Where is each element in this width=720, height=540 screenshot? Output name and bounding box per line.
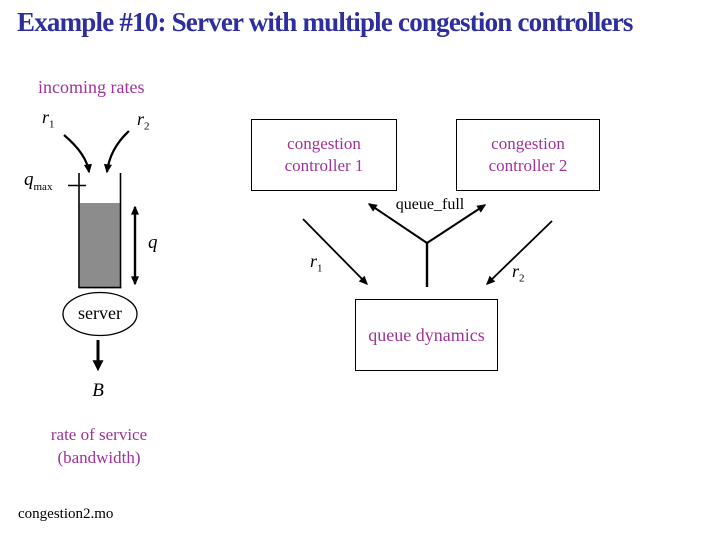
incoming-rates-label: incoming rates [38, 77, 145, 97]
rate-of-service-caption: rate of service (bandwidth) [29, 423, 169, 469]
server-label: server [78, 303, 122, 323]
r2-rate-var: r [512, 261, 520, 281]
queue-dynamics-label: queue dynamics [368, 325, 485, 345]
r1-flow-arrow [302, 218, 368, 285]
qmax-sub: max [33, 180, 53, 193]
rate-of-service-line1: rate of service [50, 425, 148, 444]
r2-inflow-arrow [103, 130, 130, 174]
r2-sub: 2 [144, 120, 150, 133]
r1-inflow-label: r1 [42, 107, 55, 131]
r2-rate-sub: 2 [519, 272, 525, 285]
controller1-line1: congestion [287, 134, 361, 153]
page-title: Example #10: Server with multiple conges… [17, 7, 633, 37]
server-ellipse [62, 291, 138, 337]
queue-dynamics-box: queue dynamics [355, 299, 498, 371]
qmax-label: qmax [24, 169, 52, 193]
r2-flow-arrow [486, 220, 553, 285]
r1-inflow-arrow [63, 134, 92, 174]
r2-inflow-label: r2 [137, 109, 150, 133]
r1-rate-sub: 1 [317, 262, 323, 275]
bandwidth-var-label: B [92, 380, 104, 401]
queue-full-signal-label: queue_full [395, 196, 465, 213]
r1-var: r [42, 107, 50, 127]
queue-length-label: q [148, 232, 158, 253]
queue-fill [79, 203, 120, 287]
footer-filename: congestion2.mo [18, 506, 114, 522]
controller2-line2: controller 2 [488, 156, 568, 175]
controller2-line1: congestion [491, 134, 565, 153]
controller1-box: congestion controller 1 [251, 119, 397, 191]
r2-rate-label: r2 [512, 261, 525, 285]
r2-var: r [137, 109, 145, 129]
queue-full-arrow-to-controller1 [367, 203, 428, 244]
queue-full-arrow-to-controller2 [426, 204, 487, 244]
controller1-line2: controller 1 [284, 156, 364, 175]
r1-rate-label: r1 [310, 251, 323, 275]
r1-sub: 1 [49, 118, 55, 131]
r1-rate-var: r [310, 251, 318, 271]
controller2-box: congestion controller 2 [456, 119, 600, 191]
rate-of-service-line2: (bandwidth) [57, 448, 141, 467]
qmax-var: q [24, 169, 34, 190]
